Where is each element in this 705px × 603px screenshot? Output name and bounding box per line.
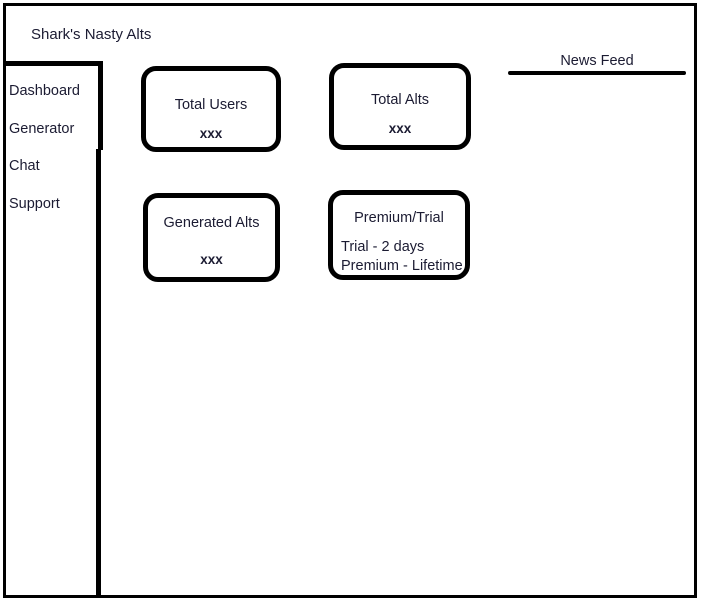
stat-card-detail-lines: Trial - 2 days Premium - Lifetime [341, 238, 463, 275]
sidebar-right-divider-upper [98, 61, 103, 150]
stat-card-title: Premium/Trial [354, 210, 444, 226]
sidebar-top-divider [3, 61, 102, 66]
stat-card-title: Total Alts [370, 92, 430, 108]
sidebar-item-label: Support [9, 195, 60, 212]
stat-card-value: xxx [200, 252, 223, 267]
sidebar-item-generator[interactable]: Generator [9, 120, 95, 137]
sidebar-item-dashboard[interactable]: Dashboard [9, 84, 95, 99]
sidebar-right-divider-lower [96, 149, 101, 598]
premium-trial-line-trial: Trial - 2 days [341, 239, 425, 255]
sidebar-item-chat[interactable]: Chat [9, 159, 95, 174]
sidebar-item-label: Generator [9, 120, 75, 137]
stat-card-total-alts[interactable]: Total Alts xxx [329, 63, 471, 150]
stat-card-title: Generated Alts [163, 215, 260, 231]
news-feed-heading: News Feed [560, 53, 634, 69]
sidebar-item-label: Chat [9, 158, 40, 174]
sidebar-nav: Dashboard Generator Chat Support [9, 84, 95, 234]
page-title: Shark's Nasty Alts [31, 26, 152, 43]
stat-card-premium-trial[interactable]: Premium/Trial Trial - 2 days Premium - L… [328, 190, 470, 280]
stat-card-total-users[interactable]: Total Users xxx [141, 66, 281, 152]
news-feed-divider [508, 71, 686, 75]
stat-card-value: xxx [388, 121, 412, 136]
stat-card-generated-alts[interactable]: Generated Alts xxx [143, 193, 280, 282]
premium-trial-line-premium: Premium - Lifetime [341, 257, 463, 274]
window-frame [3, 3, 697, 598]
sidebar-item-support[interactable]: Support [9, 195, 95, 212]
sidebar-item-label: Dashboard [9, 83, 80, 99]
stat-card-value: xxx [199, 126, 223, 141]
stat-card-title: Total Users [174, 97, 248, 113]
